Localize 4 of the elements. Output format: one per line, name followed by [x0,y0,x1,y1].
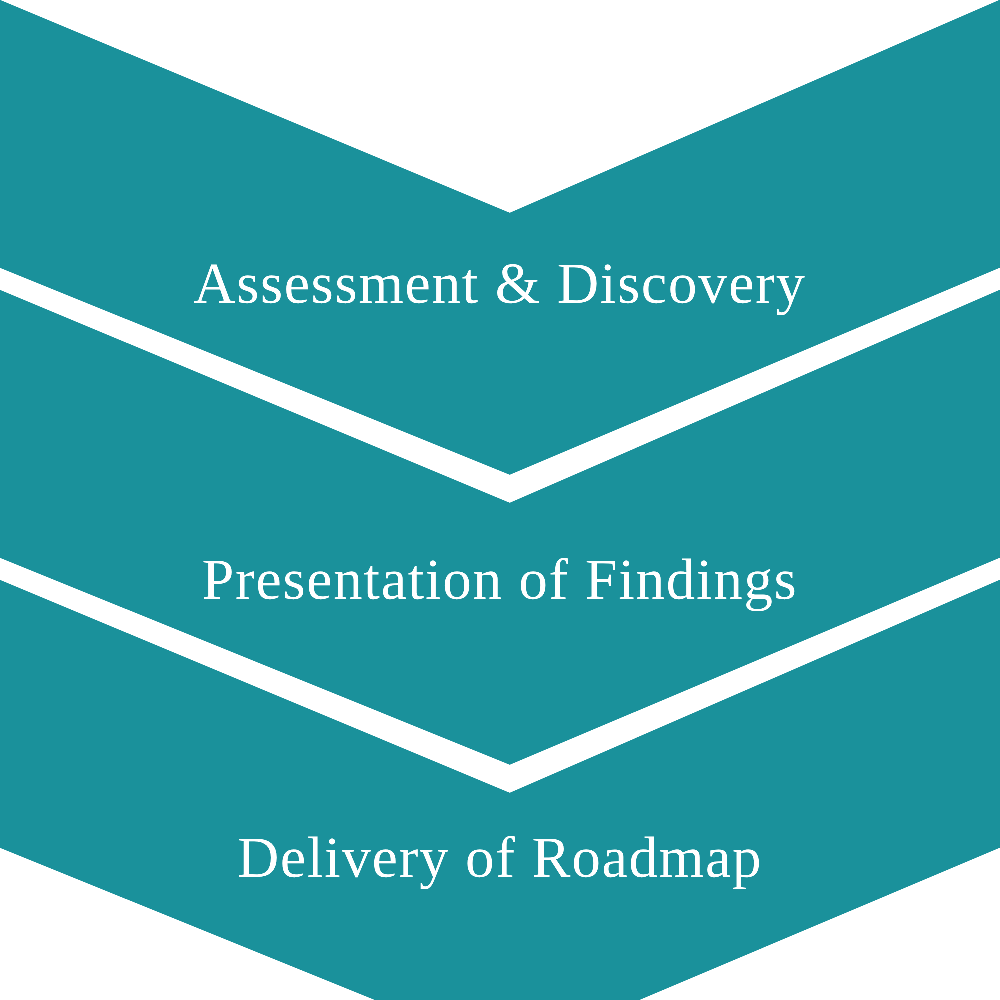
chevron-step [0,0,1000,475]
step-label: Delivery of Roadmap [237,826,763,890]
step-label: Presentation of Findings [202,548,798,612]
step-label: Assessment & Discovery [194,252,806,316]
